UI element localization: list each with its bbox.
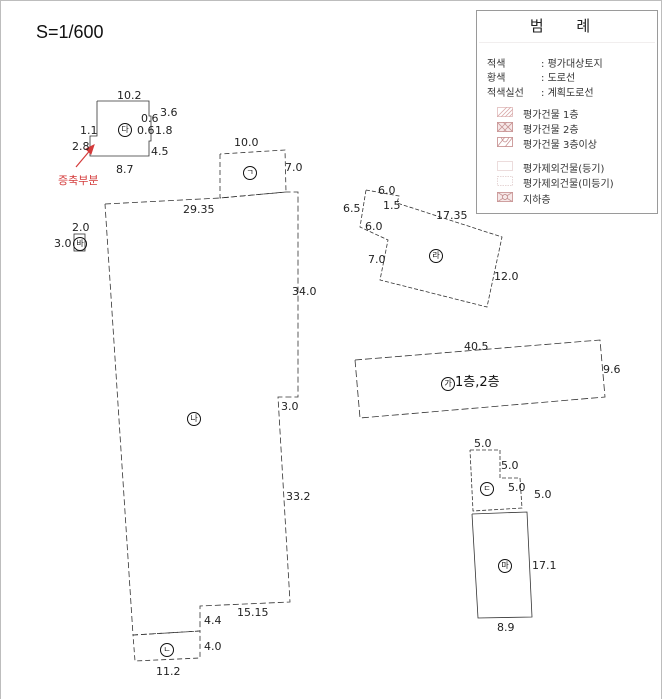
hatch-diagonal-icon [497, 107, 513, 117]
hatch-arc-icon [497, 137, 513, 147]
dim-ma-bottom: 8.9 [497, 621, 515, 634]
building-ga-outline [354, 339, 606, 419]
building-ra-label: 라 [429, 248, 443, 263]
dim-digeut-step-vertical: 5.0 [501, 459, 519, 472]
building-ba-label: 바 [73, 236, 87, 251]
dim-da-top: 10.2 [117, 89, 142, 102]
building-ma-label: 마 [498, 558, 512, 573]
basement-icon [497, 192, 513, 202]
dim-da-left-top: 1.1 [80, 124, 98, 137]
building-digeut-label: ㄷ [480, 481, 494, 496]
building-digeut-outline [469, 449, 523, 512]
dim-da-bottom: 8.7 [116, 163, 134, 176]
dim-da-left-bottom: 2.8 [72, 140, 90, 153]
building-nieun-outline [132, 630, 201, 662]
legend-box: 범 례 적색: 평가대상토지 황색: 도로선 적색실선: 계획도로선 평가건물 … [476, 10, 658, 214]
dim-da-step-c: 1.8 [155, 124, 173, 137]
scale-label: S=1/600 [36, 22, 104, 42]
legend-title: 범 례 [529, 17, 605, 35]
dim-digeut-step-horizontal: 5.0 [508, 481, 526, 494]
dim-da-right-bottom: 4.5 [151, 145, 169, 158]
dim-digeut-top: 5.0 [474, 437, 492, 450]
dim-ba-top: 2.0 [72, 221, 90, 234]
dim-giyeok-top: 10.0 [234, 136, 259, 149]
building-da-label: 다 [118, 122, 132, 137]
dim-ma-right: 17.1 [532, 559, 557, 572]
dim-nieun-bottom: 11.2 [156, 665, 181, 678]
dim-ra-left-top: 6.5 [343, 202, 361, 215]
dim-ra-inner: 6.0 [365, 220, 383, 233]
building-na-outline [104, 191, 299, 636]
legend-line-yellow: 황색: 도로선 [487, 73, 576, 84]
dim-na-bottom: 15.15 [237, 606, 269, 619]
dim-na-step: 3.0 [281, 400, 299, 413]
building-nieun-label: ㄴ [160, 642, 174, 657]
dim-ra-right: 12.0 [494, 270, 519, 283]
dim-giyeok-right: 7.0 [285, 161, 303, 174]
dim-na-right-lower: 33.2 [286, 490, 311, 503]
building-na-label: 나 [187, 411, 201, 426]
extension-annotation: 증축부분 [58, 174, 99, 187]
legend-divider [479, 42, 655, 43]
annotation-arrow [75, 144, 95, 168]
building-da-outline [89, 100, 152, 157]
building-ra-outline [359, 189, 503, 308]
dim-da-step-a: 0.6 [141, 112, 159, 125]
dim-ra-step: 1.5 [383, 199, 401, 212]
dim-na-top: 29.35 [183, 203, 215, 216]
dim-ra-left-bottom: 7.0 [368, 253, 386, 266]
dim-na-notch: 4.4 [204, 614, 222, 627]
hatch-cross-icon [497, 122, 513, 132]
dim-ra-top: 6.0 [378, 184, 396, 197]
building-giyeok-label: ㄱ [243, 165, 257, 180]
dim-ga-top: 40.5 [464, 340, 489, 353]
building-ma-outline [471, 511, 533, 619]
dashed-rect-icon [497, 176, 513, 186]
dim-da-right-top: 3.6 [160, 106, 178, 119]
legend-line-red: 적색: 평가대상토지 [487, 59, 603, 70]
dim-ra-long: 17.35 [436, 209, 468, 222]
dim-ba-left: 3.0 [54, 237, 72, 250]
dim-na-right-upper: 34.0 [292, 285, 317, 298]
solid-rect-icon [497, 161, 513, 171]
dim-da-step-b: 0.6 [137, 124, 155, 137]
legend-line-red-solid: 적색실선: 계획도로선 [487, 88, 594, 99]
dim-nieun-right: 4.0 [204, 640, 222, 653]
dim-digeut-right: 5.0 [534, 488, 552, 501]
dim-ga-right: 9.6 [603, 363, 621, 376]
